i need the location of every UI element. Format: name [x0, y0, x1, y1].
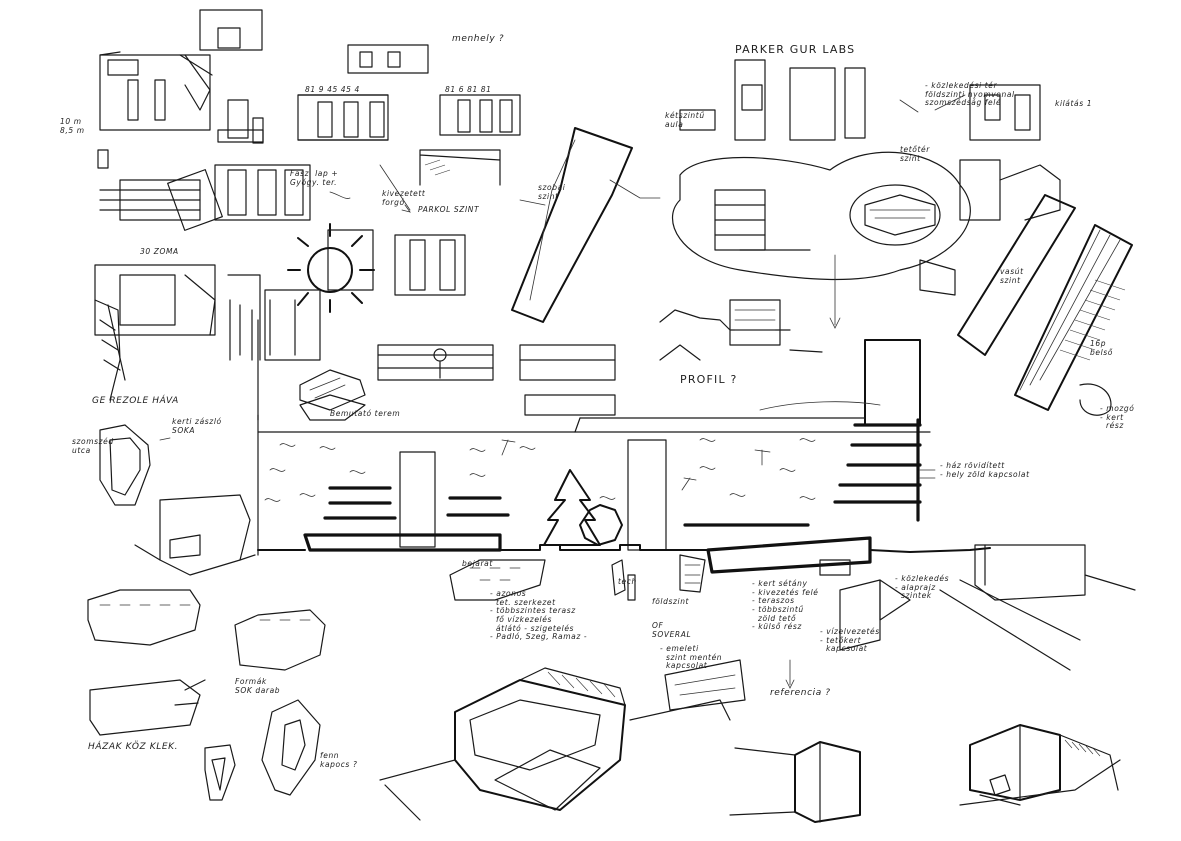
- note-szomszed: szomszéd utca: [72, 437, 114, 455]
- elevation-frames: [227, 229, 616, 421]
- note-vasut: vasút szint: [1000, 267, 1024, 285]
- note-kivezett: kivezetett forgó: [382, 189, 426, 207]
- note-tech: tech: [618, 577, 637, 586]
- note-teto-label: PROFIL ?: [680, 373, 738, 386]
- note-fenn: fenn kapocs ?: [320, 751, 358, 769]
- note-heights-b: 81 6 81 81: [445, 85, 492, 94]
- note-right-labels: - ház rövidített - hely zöld kapcsolat: [940, 461, 1030, 479]
- note-right-mid: - közlekedés - alaprajz szintek: [895, 574, 950, 601]
- diagonal-plan-center: [511, 127, 661, 323]
- note-parking-top: PARKER GUR LABS: [735, 43, 856, 56]
- diagonal-long-building-right: [957, 194, 1133, 411]
- note-parkol-szint: PARKOL SZINT: [418, 205, 480, 214]
- right-section-annotations: [819, 383, 1136, 671]
- note-reflect: referencia ?: [770, 688, 831, 698]
- note-tetoter: tetőtér szint: [900, 145, 930, 163]
- note-sun-label: 30 ZOMA: [140, 247, 179, 256]
- note-ketszintu: kétszintű aula: [665, 111, 705, 129]
- note-sor-label: 16p belső: [1090, 339, 1113, 357]
- sun-sketch: [287, 223, 375, 313]
- note-foldszint: földszint: [652, 597, 690, 606]
- main-section-drawing: [257, 401, 991, 574]
- note-kozlekedes: - közlekedési tér földszinti nyomvonal s…: [925, 81, 1015, 108]
- note-left-dims: 10 m 8,5 m: [60, 117, 85, 135]
- small-section-center-right: [659, 299, 921, 426]
- note-bottom-list: - azonos tet. szerkezet - többszintes te…: [490, 589, 588, 642]
- plan-sketch-top-left-cluster: [94, 9, 521, 401]
- note-right-bottom: - mozgó - kert rész: [1100, 404, 1135, 431]
- note-heights-a: 81 9 45 45 4: [305, 85, 360, 94]
- note-szoba-n: szobai szint: [538, 183, 566, 201]
- plan-sketch-top-right-cluster: [671, 59, 1061, 296]
- perspective-sketches-bottom: [379, 667, 1121, 823]
- note-kerti-zaszlo: kerti zászló SOKA: [172, 417, 222, 435]
- massing-sketches-bottom-left: [87, 394, 746, 801]
- note-forma: Formák SOK darab: [235, 677, 281, 695]
- note-of-sov: OF SOVERAL: [652, 621, 692, 639]
- note-bemutato: Bemutató terem: [330, 409, 401, 418]
- note-kilaj: kilátás 1: [1055, 99, 1093, 108]
- note-hazak: HÁZAK KÖZ KLEK.: [88, 742, 179, 752]
- note-right-list: - kert sétány - kivezetés felé - teraszo…: [752, 579, 819, 632]
- note-fasz-lap: Fasz. lap + Gyógy. ter.: [290, 169, 339, 187]
- note-teret: - emeleti szint mentén kapcsolat: [660, 644, 723, 671]
- note-right-list2: - vízelvezetés - tetőkert kapcsolat: [820, 627, 880, 654]
- leader-arrows: [159, 94, 966, 689]
- note-left-label: GE REZOLE HÁVA: [92, 396, 179, 406]
- note-menhely: menhely ?: [452, 34, 505, 44]
- note-bejarat: bejárat: [462, 559, 493, 568]
